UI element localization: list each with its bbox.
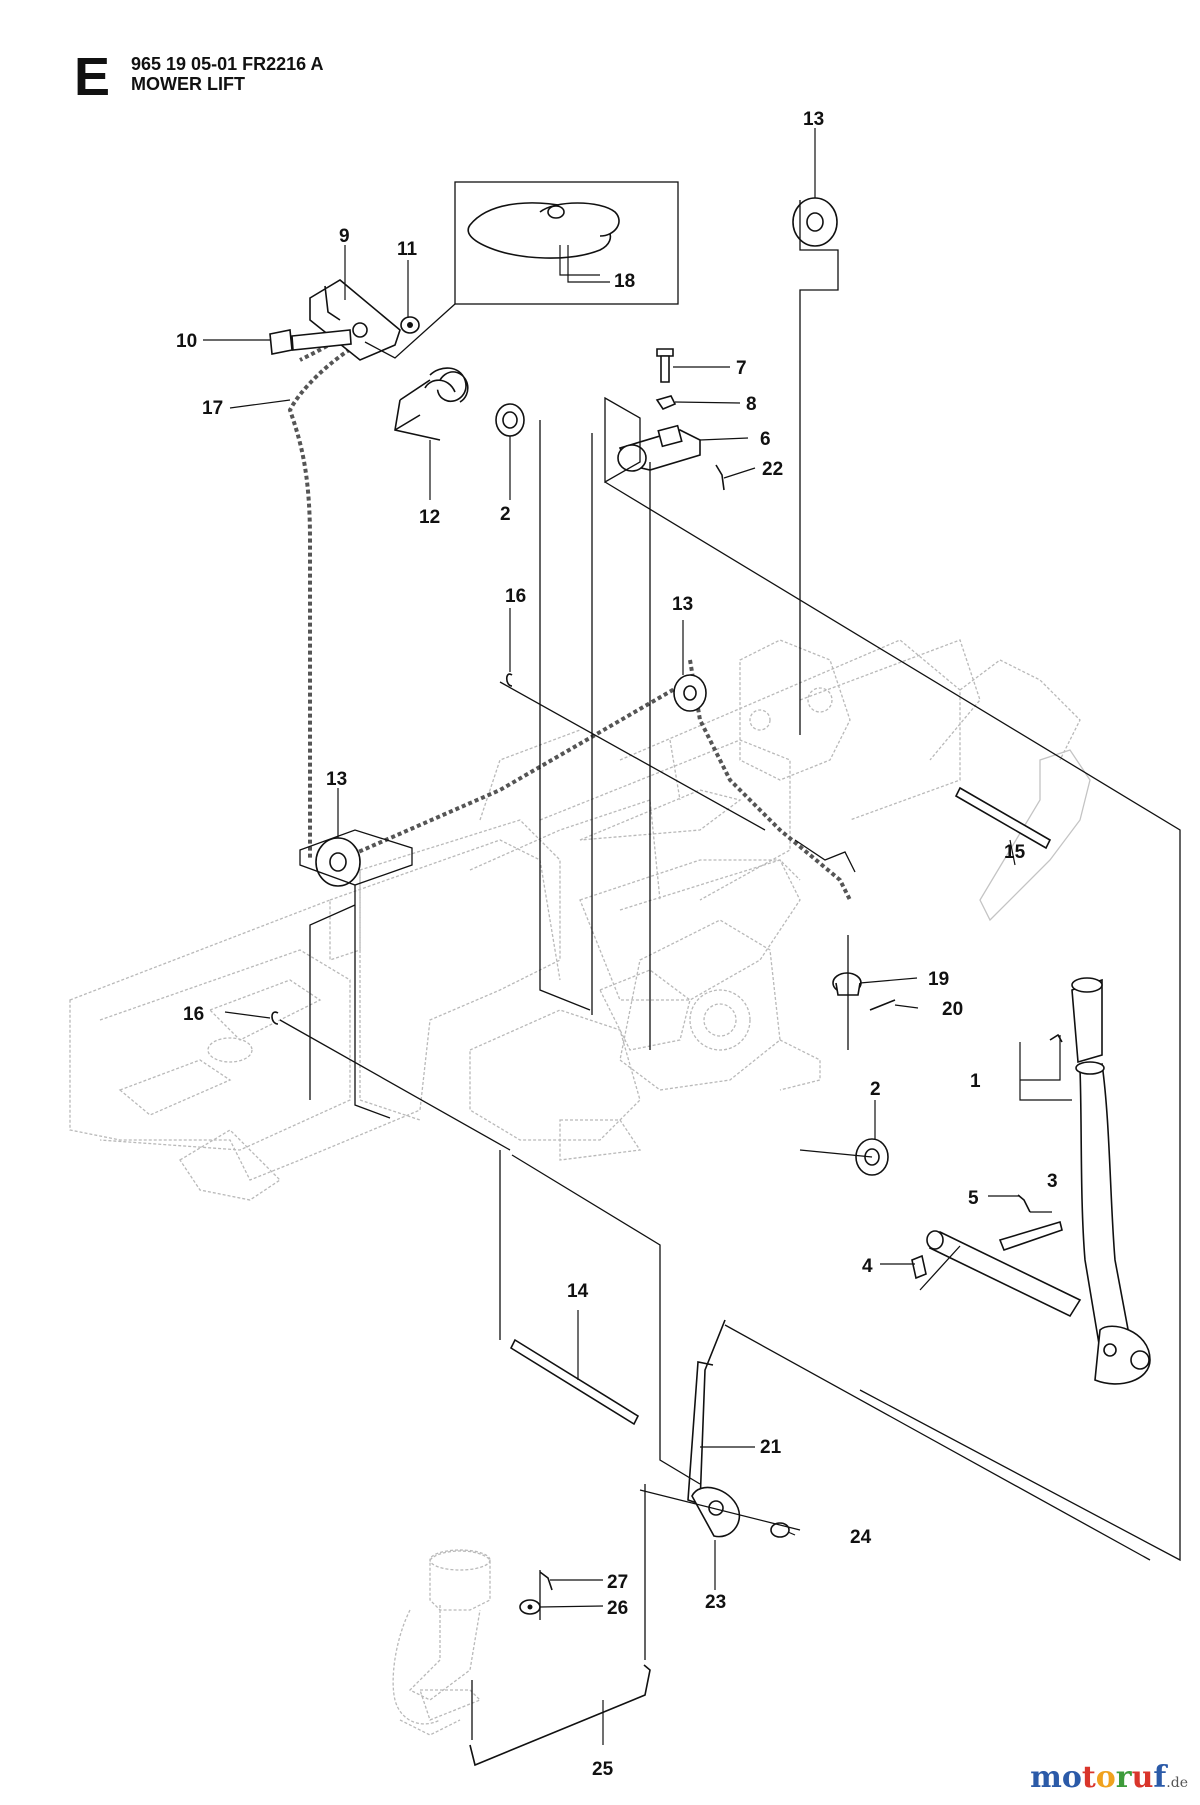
callout-label: 13 [672,594,693,615]
callout-label: 17 [202,398,223,419]
bracket-6 [617,424,701,472]
spring-12 [394,367,469,441]
watermark-letter: o [1061,1760,1082,1795]
pin-22 [715,464,725,491]
pulley-13-mid [673,674,707,712]
callout-label: 4 [862,1256,873,1277]
pulley-13-left [315,837,361,887]
leader-lines [203,128,1072,1745]
pin-27 [539,1571,553,1591]
callout-label: 15 [1004,842,1026,863]
chassis-ghost [69,639,1091,1201]
callout-label: 5 [968,1188,979,1209]
callout-label: 19 [928,969,949,990]
callout-label: 27 [607,1572,628,1593]
section-letter: E [74,47,111,107]
tension-bracket-9 [309,279,401,361]
pulley-13-top [792,197,838,247]
watermark-letter: f [1153,1760,1167,1795]
washer-26 [519,1599,541,1615]
callout-label: 7 [736,358,747,379]
callout-label: 16 [183,1004,204,1025]
shaft-14 [509,1338,640,1426]
rod-25 [469,1664,651,1767]
detail-inset-18 [364,181,679,359]
callout-label: 9 [339,226,350,247]
cross-shaft [911,1194,1082,1318]
callout-label: 1 [970,1071,981,1092]
watermark-letter: r [1115,1760,1132,1795]
callout-label: 24 [850,1527,872,1548]
watermark-logo: motoruf.de [1030,1760,1188,1795]
clip-16-upper [505,673,513,687]
watermark-letter: u [1131,1760,1154,1795]
watermark-letter: o [1095,1760,1116,1795]
watermark-letter: m [1030,1760,1062,1795]
lever-23 [691,1486,741,1538]
callout-label: 11 [397,239,418,260]
bolt-10 [269,329,352,355]
nut-8 [655,395,677,410]
callout-label: 13 [326,769,347,790]
watermark-suffix: .de [1166,1775,1188,1791]
callout-label: 12 [419,507,440,528]
nut-11 [400,316,420,334]
callout-label: 14 [567,1281,589,1302]
callout-label: 21 [760,1437,782,1458]
callout-label: 3 [1047,1171,1058,1192]
callout-label: 22 [762,459,783,480]
callout-label: 25 [592,1759,614,1780]
shaft-15 [954,786,1052,850]
pedal-assembly [392,1549,491,1736]
diagram-title: MOWER LIFT [131,74,245,94]
callout-label: 16 [505,586,526,607]
bushing-19 [832,972,862,996]
lift-handle-1 [1049,977,1151,1385]
callout-label: 23 [705,1592,726,1613]
callout-label: 10 [176,331,197,352]
callout-label: 18 [614,271,635,292]
callout-label: 13 [803,109,824,130]
callout-label: 26 [607,1598,628,1619]
bushing-2-top [495,403,525,437]
reference-frames [279,200,1181,1740]
chain-drawing [287,328,852,901]
callout-label: 2 [870,1079,881,1100]
pin-20 [869,999,896,1011]
callout-label: 20 [942,999,963,1020]
callout-labels: 1 2 2 3 4 5 6 7 8 9 10 11 12 13 13 13 14… [176,109,1058,1780]
clip-16-lower [271,1011,279,1025]
bolt-7 [656,348,674,383]
header-block: 965 19 05-01 FR2216 A MOWER LIFT [131,54,323,94]
callout-label: 2 [500,504,511,525]
callout-label: 8 [746,394,757,415]
bushing-2-lower [855,1138,889,1176]
watermark-text: motoruf [1030,1760,1166,1795]
watermark-letter: t [1081,1760,1096,1795]
part-code: 965 19 05-01 FR2216 A [131,54,324,74]
callout-label: 6 [760,429,771,450]
rod-21 [687,1319,726,1506]
